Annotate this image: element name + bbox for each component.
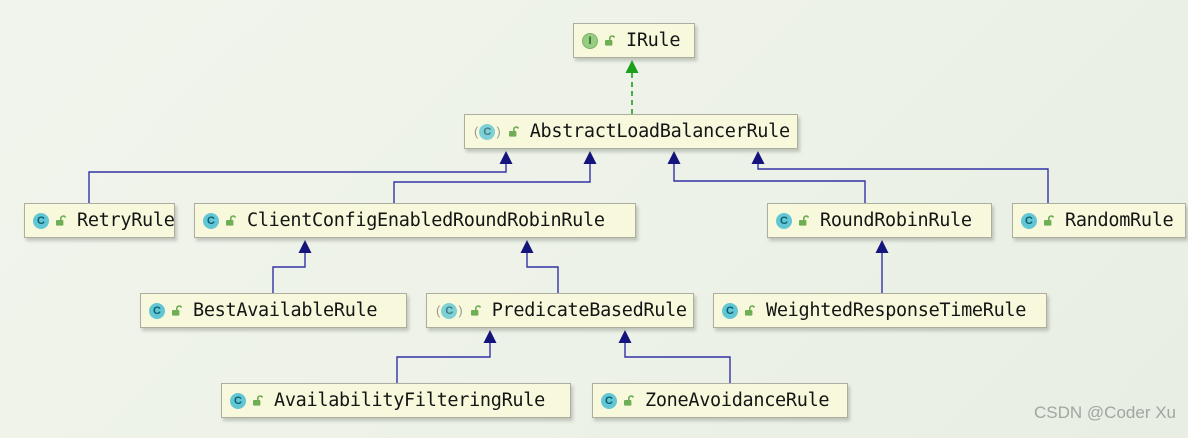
class-node-roundrobinrule[interactable]: C RoundRobinRule xyxy=(767,203,992,238)
class-node-irule[interactable]: I IRule xyxy=(573,23,695,58)
class-icon: C xyxy=(601,392,617,409)
class-name-label: ZoneAvoidanceRule xyxy=(645,390,830,411)
class-name-label: WeightedResponseTimeRule xyxy=(766,300,1027,321)
edge-random-extends xyxy=(751,151,1049,203)
class-name-label: AvailabilityFilteringRule xyxy=(274,390,545,411)
public-lock-icon xyxy=(1044,214,1054,226)
edge-zoneavoidance-extends xyxy=(618,330,731,383)
class-name-label: BestAvailableRule xyxy=(193,300,378,321)
class-node-randomrule[interactable]: C RandomRule xyxy=(1012,203,1186,238)
public-lock-icon xyxy=(253,394,263,406)
class-name-label: ClientConfigEnabledRoundRobinRule xyxy=(247,210,605,231)
class-icon: C xyxy=(33,212,49,229)
edge-weightedresponse-extends xyxy=(875,240,889,293)
class-icon: C xyxy=(203,212,219,229)
class-icon: C xyxy=(230,392,246,409)
class-icon: C xyxy=(776,212,792,229)
public-lock-icon xyxy=(470,304,481,316)
class-name-label: RoundRobinRule xyxy=(820,210,972,231)
public-lock-icon xyxy=(745,304,755,316)
edge-roundrobin-extends xyxy=(667,151,866,203)
edge-predicatebased-extends xyxy=(520,240,559,293)
class-name-label: RandomRule xyxy=(1065,210,1174,231)
class-name-label: IRule xyxy=(626,30,681,51)
public-lock-icon xyxy=(624,394,634,406)
public-lock-icon xyxy=(172,304,182,316)
class-node-retryrule[interactable]: C RetryRule xyxy=(24,203,175,238)
public-lock-icon xyxy=(226,214,236,226)
abstract-class-icon: (C) xyxy=(436,302,463,319)
class-node-abstractloadbalancerrule[interactable]: (C) AbstractLoadBalancerRule xyxy=(464,114,798,149)
edge-bestavailable-extends xyxy=(272,240,312,293)
class-name-label: AbstractLoadBalancerRule xyxy=(529,121,790,142)
public-lock-icon xyxy=(605,34,615,46)
class-icon: C xyxy=(722,302,738,319)
class-node-bestavailablerule[interactable]: C BestAvailableRule xyxy=(140,293,407,328)
edge-availabilityfilter-extends xyxy=(396,330,497,383)
class-node-availabilityfilteringrule[interactable]: C AvailabilityFilteringRule xyxy=(221,383,571,418)
class-name-label: PredicateBasedRule xyxy=(491,300,687,321)
public-lock-icon xyxy=(508,125,519,137)
class-node-clientconfigenabledroundrobinrule[interactable]: C ClientConfigEnabledRoundRobinRule xyxy=(194,203,636,238)
edge-retry-extends xyxy=(88,151,513,203)
edge-abstractloadbalancer-implements-irule xyxy=(625,60,639,114)
class-icon: C xyxy=(1021,212,1037,229)
edge-clientconfig-extends xyxy=(393,151,597,203)
class-node-zoneavoidancerule[interactable]: C ZoneAvoidanceRule xyxy=(592,383,848,418)
class-name-label: RetryRule xyxy=(77,210,175,231)
class-node-predicatebasedrule[interactable]: (C) PredicateBasedRule xyxy=(426,293,694,328)
class-node-weightedresponsetimerule[interactable]: C WeightedResponseTimeRule xyxy=(713,293,1047,328)
interface-icon: I xyxy=(582,32,598,49)
public-lock-icon xyxy=(56,214,66,226)
class-icon: C xyxy=(149,302,165,319)
csdn-watermark: CSDN @Coder Xu xyxy=(1034,403,1176,422)
public-lock-icon xyxy=(799,214,809,226)
abstract-class-icon: (C) xyxy=(474,123,501,140)
